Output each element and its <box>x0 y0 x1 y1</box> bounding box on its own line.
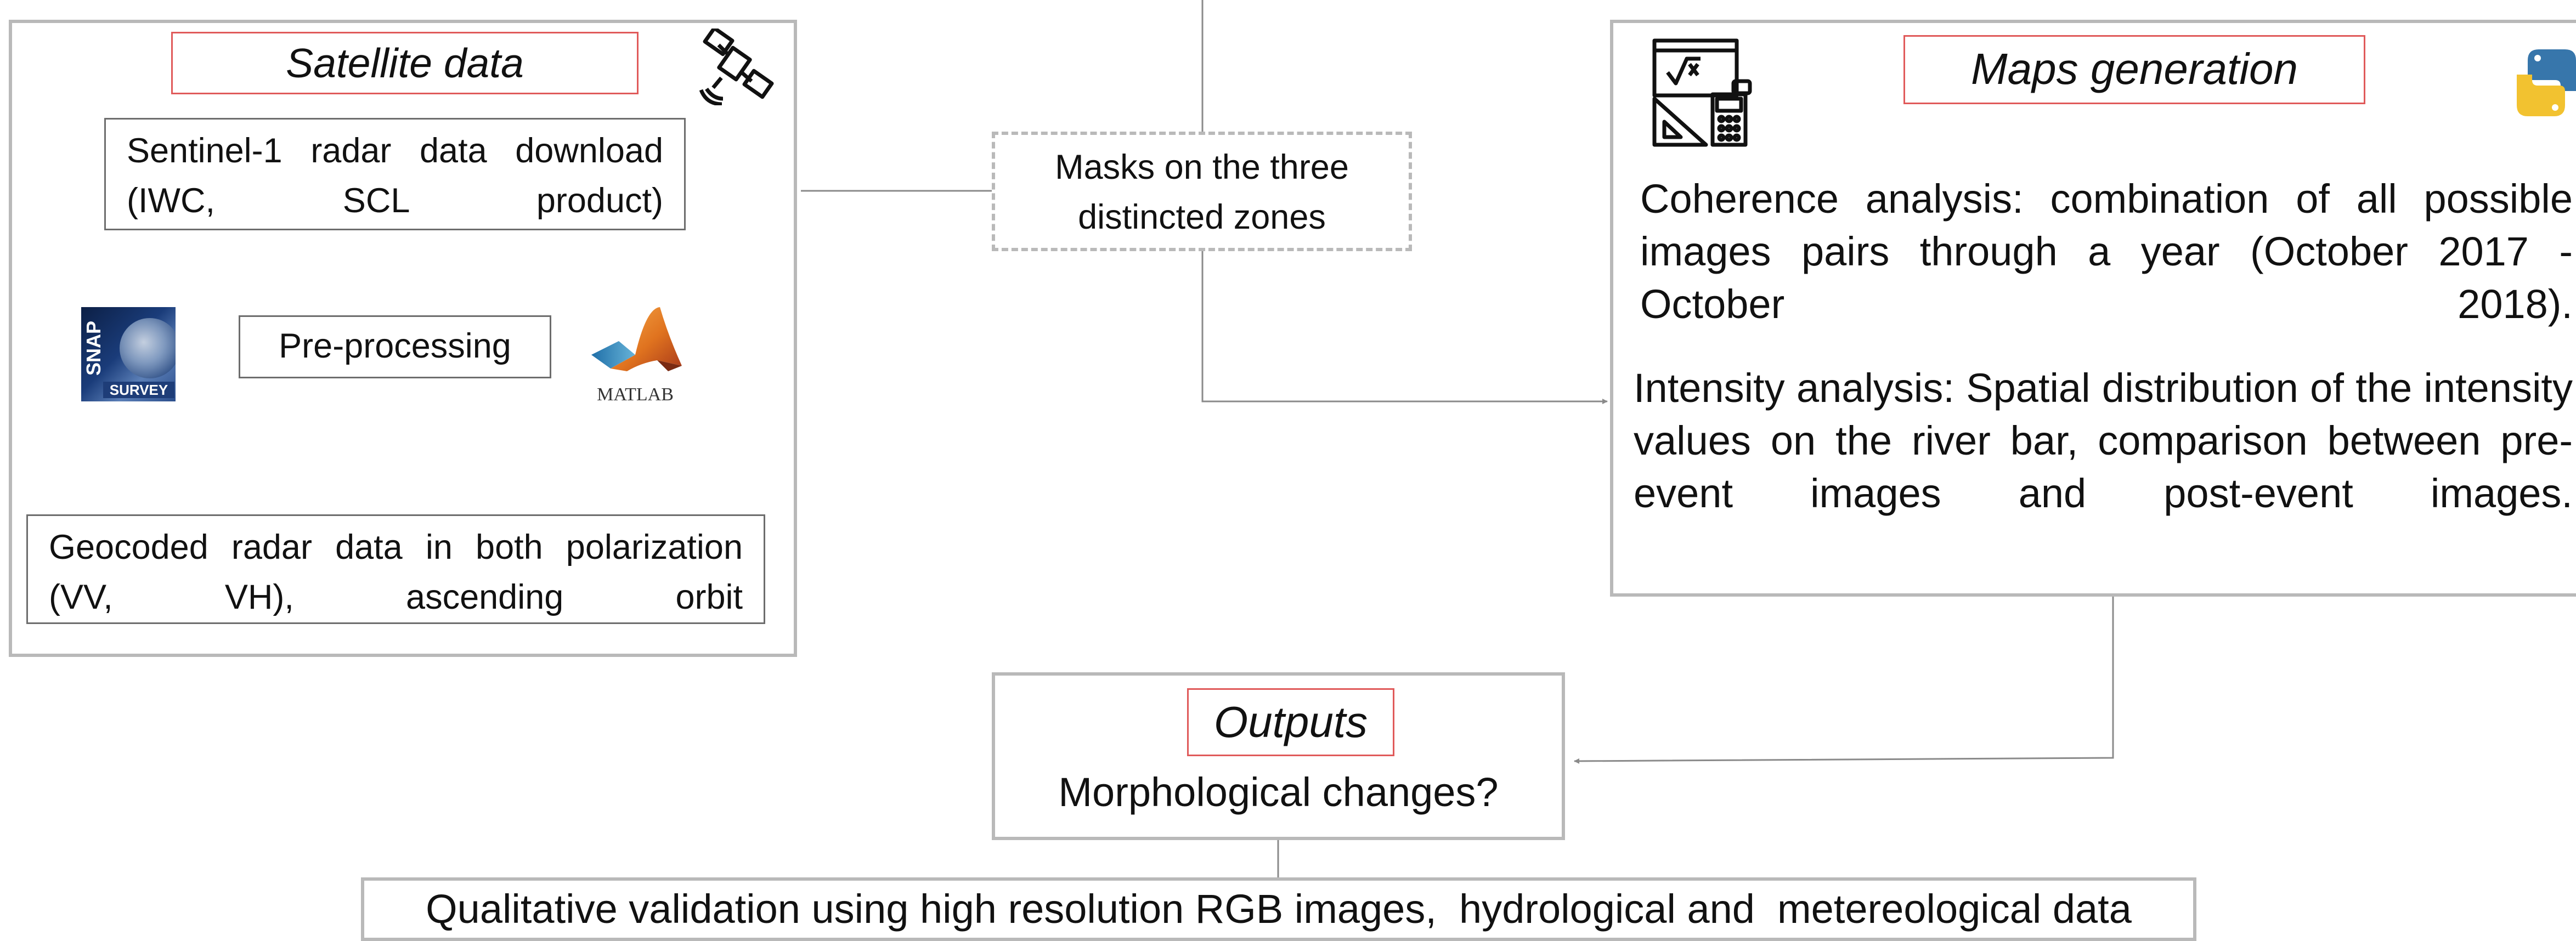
preprocessing-box: Pre-processing <box>239 315 551 378</box>
matlab-logo-text: MATLAB <box>597 384 674 405</box>
snap-logo-sub: SURVEY <box>103 382 174 398</box>
validation-box: Qualitative validation using high resolu… <box>361 877 2196 941</box>
maps-generation-title: Maps generation <box>1903 35 2365 104</box>
satellite-data-title: Satellite data <box>171 32 639 94</box>
outputs-title: Outputs <box>1187 688 1394 756</box>
masks-box: Masks on the three distincted zones <box>992 132 1412 251</box>
download-box: Sentinel-1 radar data download (IWC, SCL… <box>104 118 686 230</box>
geocoded-box: Geocoded radar data in both polarization… <box>26 514 765 624</box>
snap-logo-text: SNAP <box>82 320 105 376</box>
snap-logo: SNAP SURVEY <box>81 307 176 401</box>
maps-generation-panel <box>1610 20 2576 597</box>
matlab-logo: MATLAB <box>591 307 682 405</box>
connector-maps-outputs <box>1574 597 2114 764</box>
satellite-icon <box>699 29 774 105</box>
outputs-question: Morphological changes? <box>1058 769 1499 815</box>
python-icon <box>2517 49 2576 116</box>
math-tools-icon <box>1652 38 1752 147</box>
coherence-text: Coherence analysis: combination of all p… <box>1640 176 2573 327</box>
intensity-text: Intensity analysis: Spatial distribution… <box>1634 365 2573 516</box>
connector-masks-maps <box>1201 251 1608 404</box>
